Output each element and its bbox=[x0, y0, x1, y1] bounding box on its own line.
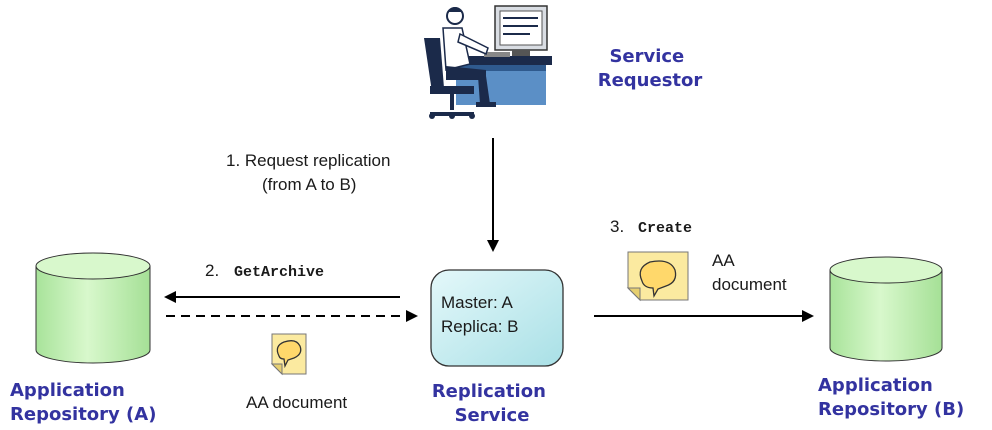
repository-a-cylinder bbox=[35, 252, 151, 364]
step1-label: 1. Request replication (from A to B) bbox=[226, 151, 395, 194]
repository-a-label: Application Repository (A) bbox=[10, 380, 156, 425]
doc-left-label: AA document bbox=[246, 393, 347, 412]
replication-service-label: Replication Service bbox=[432, 381, 552, 426]
replication-box-text: Master: A Replica: B bbox=[441, 293, 518, 336]
document-icon-right bbox=[626, 251, 689, 302]
step2-label: 2. GetArchive bbox=[205, 261, 324, 281]
step3-label: 3. Create bbox=[610, 217, 692, 237]
document-icon bbox=[270, 333, 307, 376]
service-requestor-label: Service Requestor bbox=[598, 46, 703, 91]
replication-service-box bbox=[430, 269, 564, 367]
repository-b-cylinder bbox=[829, 256, 943, 362]
repository-b-label: Application Repository (B) bbox=[818, 375, 964, 420]
person-at-computer-icon bbox=[424, 5, 552, 119]
doc-right-label: AA document bbox=[712, 251, 787, 294]
